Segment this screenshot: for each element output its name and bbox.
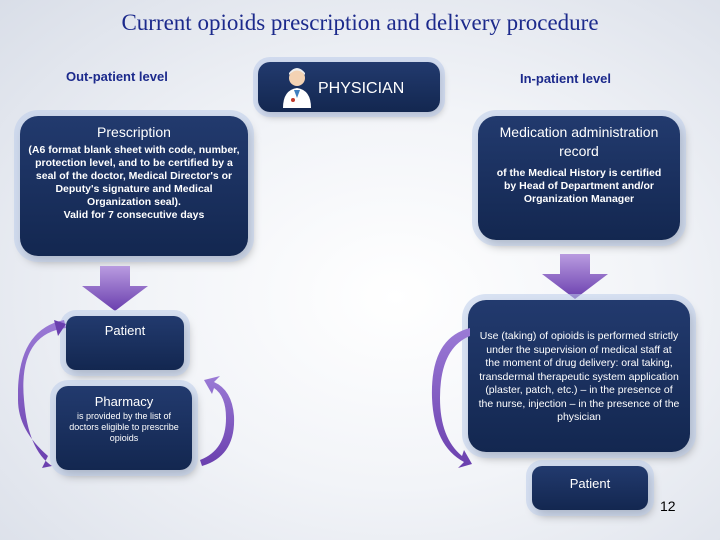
inpatient-level-label: In-patient level bbox=[520, 71, 612, 86]
prescription-box: Prescription (A6 format blank sheet with… bbox=[20, 116, 248, 256]
pharmacy-box: Pharmacy is provided by the list of doct… bbox=[56, 386, 192, 470]
patient-box-left: Patient bbox=[66, 316, 184, 370]
prescription-body: (A6 format blank sheet with code, number… bbox=[28, 144, 240, 208]
use-body: Use (taking) of opioids is performed str… bbox=[478, 330, 680, 423]
medication-heading: Medication administration record bbox=[499, 124, 659, 159]
patient-heading-right: Patient bbox=[569, 476, 611, 491]
medication-record-box: Medication administration record of the … bbox=[478, 116, 680, 240]
physician-label: PHYSICIAN bbox=[318, 80, 405, 97]
use-box: Use (taking) of opioids is performed str… bbox=[468, 300, 690, 452]
prescription-heading: Prescription bbox=[97, 124, 171, 140]
page-title: Current opioids prescription and deliver… bbox=[121, 10, 599, 35]
patient-box-right: Patient bbox=[532, 466, 648, 510]
patient-heading-left: Patient bbox=[104, 323, 146, 338]
pharmacy-heading: Pharmacy bbox=[94, 394, 154, 409]
curved-arrow-left-inner bbox=[200, 376, 235, 466]
doctor-icon bbox=[283, 68, 311, 108]
medication-body: of the Medical History is certified by H… bbox=[496, 167, 662, 205]
down-arrow-left bbox=[82, 266, 148, 311]
curved-arrow-left-outer bbox=[18, 320, 66, 468]
curved-arrow-right bbox=[431, 328, 472, 468]
page-number: 12 bbox=[660, 498, 676, 514]
prescription-validity: Valid for 7 consecutive days bbox=[63, 209, 205, 221]
physician-box: PHYSICIAN bbox=[258, 62, 440, 112]
pharmacy-body: is provided by the list of doctors eligi… bbox=[69, 411, 179, 443]
outpatient-level-label: Out-patient level bbox=[66, 69, 168, 84]
down-arrow-right bbox=[542, 254, 608, 299]
